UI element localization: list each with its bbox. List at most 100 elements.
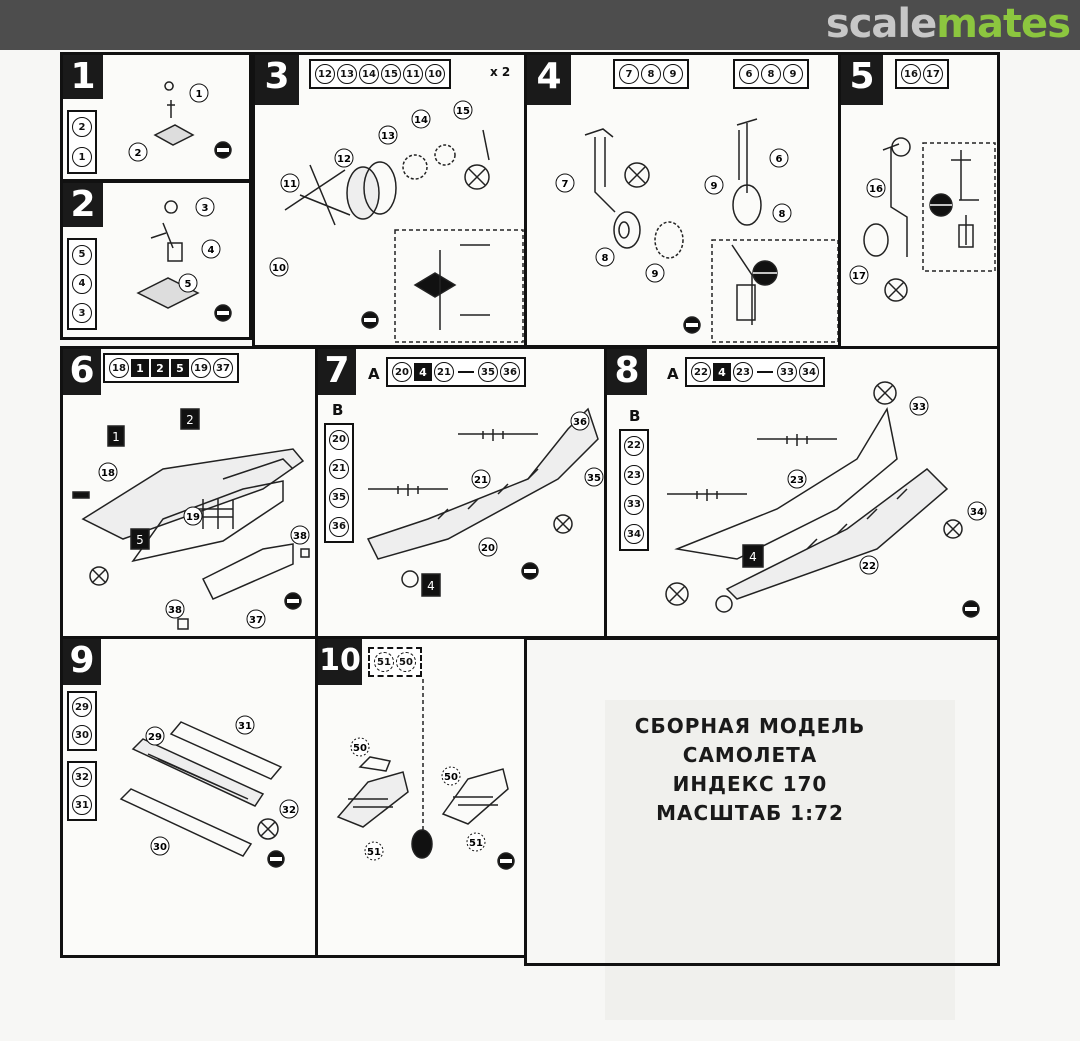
part-badge: 4 xyxy=(414,363,432,381)
step-7-panel: 7 A 20 4 21 35 36 B 20 21 35 36 4 36 35 … xyxy=(315,346,607,640)
step-9-panel: 9 29 30 32 31 29 31 32 30 xyxy=(60,636,318,958)
diagram-label: 50 xyxy=(444,772,458,783)
diagram-label: 12 xyxy=(337,154,351,165)
diagram-label: 29 xyxy=(148,732,162,743)
step-number: 3 xyxy=(255,55,299,105)
part-badge: 17 xyxy=(923,64,943,84)
part-badge: 3 xyxy=(72,303,92,324)
part-badge: 19 xyxy=(191,358,211,378)
part-badge: 5 xyxy=(72,244,92,265)
step-4-panel: 4 7 8 9 6 8 9 7 8 9 6 9 8 xyxy=(524,52,842,348)
diagram-label: 14 xyxy=(414,115,428,126)
title-line: МАСШТАБ 1:72 xyxy=(656,801,844,825)
part-badge: 22 xyxy=(624,435,644,456)
parts-list: 16 17 xyxy=(895,59,949,89)
diagram-label: 4 xyxy=(427,579,435,593)
diagram-label: 13 xyxy=(381,131,395,142)
parts-list-a: 22 4 23 33 34 xyxy=(685,357,825,387)
diagram-label: 38 xyxy=(168,605,182,616)
part-badge: 33 xyxy=(624,494,644,515)
diagram-label: 6 xyxy=(776,154,783,165)
step-9-diagram: 29 31 32 30 xyxy=(119,715,299,868)
step-5-diagram: 16 17 xyxy=(849,137,996,302)
step-6-diagram: 1 2 5 18 19 38 38 37 xyxy=(72,408,310,630)
part-badge: 13 xyxy=(337,64,357,84)
part-badge: 15 xyxy=(381,64,401,84)
part-badge: 35 xyxy=(478,362,498,382)
diagram-label: 36 xyxy=(573,417,587,428)
step-1-diagram: 1 2 xyxy=(128,81,232,162)
part-badge: 20 xyxy=(329,429,349,450)
diagram-label: 7 xyxy=(562,179,569,190)
part-badge: 6 xyxy=(739,64,759,84)
diagram-label: 4 xyxy=(749,550,757,564)
parts-list: 18 1 2 5 19 37 xyxy=(103,353,239,383)
part-badge: 8 xyxy=(761,64,781,84)
part-badge: 4 xyxy=(72,273,92,294)
diagram-label: 50 xyxy=(353,743,367,754)
parts-list-b: 22 23 33 34 xyxy=(619,429,649,551)
diagram-label: 2 xyxy=(186,413,194,427)
part-badge: 7 xyxy=(619,64,639,84)
part-badge: 33 xyxy=(777,362,797,382)
step-7-diagram: 4 36 35 21 20 xyxy=(366,407,604,597)
scalemates-logo[interactable]: scalemates xyxy=(825,1,1071,47)
diagram-label: 21 xyxy=(474,475,488,486)
diagram-label: 18 xyxy=(101,468,115,479)
diagram-label: 15 xyxy=(456,106,470,117)
part-badge: 34 xyxy=(624,524,644,545)
step-number: 2 xyxy=(63,183,103,227)
step-number: 8 xyxy=(607,349,647,395)
part-badge: 16 xyxy=(901,64,921,84)
quantity-multiplier: x 2 xyxy=(490,65,511,79)
parts-list-a: 20 4 21 35 36 xyxy=(386,357,526,387)
part-badge: 5 xyxy=(171,359,189,377)
part-badge: 22 xyxy=(691,362,711,382)
part-badge: 32 xyxy=(72,767,92,787)
parts-list-b: 6 8 9 xyxy=(733,59,809,89)
parts-list: 51 50 xyxy=(368,647,422,677)
step-3-panel: 3 12 13 14 15 11 10 x 2 15 14 13 12 11 1… xyxy=(252,52,527,348)
diagram-label: 8 xyxy=(602,253,609,264)
diagram-label: 33 xyxy=(912,402,926,413)
diagram-label: 8 xyxy=(779,209,786,220)
part-badge: 34 xyxy=(799,362,819,382)
diagram-label: 17 xyxy=(852,271,866,282)
part-badge: 14 xyxy=(359,64,379,84)
part-badge: 2 xyxy=(151,359,169,377)
diagram-label: 51 xyxy=(367,847,381,858)
part-badge: 20 xyxy=(392,362,412,382)
step-3-diagram: 15 14 13 12 11 10 xyxy=(269,100,524,343)
parts-list: 2 1 xyxy=(67,110,97,174)
part-badge: 35 xyxy=(329,487,349,508)
variant-a-label: A xyxy=(368,365,380,383)
step-8-diagram: 4 33 23 34 22 xyxy=(665,381,987,618)
step-10-panel: 10 51 50 50 50 51 51 xyxy=(315,636,527,958)
diagram-label: 4 xyxy=(208,245,215,256)
part-badge: 1 xyxy=(131,359,149,377)
diagram-label: 2 xyxy=(135,148,142,159)
step-number: 4 xyxy=(527,55,571,105)
part-badge: 11 xyxy=(403,64,423,84)
part-badge: 36 xyxy=(329,516,349,537)
title-line: СБОРНАЯ МОДЕЛЬ xyxy=(634,714,866,738)
diagram-label: 9 xyxy=(652,269,659,280)
part-badge: 9 xyxy=(783,64,803,84)
variant-b-label: B xyxy=(332,401,344,419)
diagram-label: 35 xyxy=(587,473,601,484)
step-2-diagram: 3 4 5 xyxy=(136,197,232,322)
diagram-label: 23 xyxy=(790,475,804,486)
show-through-area xyxy=(605,700,955,1020)
diagram-label: 22 xyxy=(862,561,876,572)
diagram-label: 16 xyxy=(869,184,883,195)
diagram-label: 11 xyxy=(283,179,297,190)
header-bar: scalemates xyxy=(0,0,1080,50)
step-number: 5 xyxy=(841,55,883,105)
diagram-label: 1 xyxy=(196,89,203,100)
diagram-label: 38 xyxy=(293,531,307,542)
step-2-panel: 2 5 4 3 3 4 5 xyxy=(60,180,252,340)
diagram-label: 3 xyxy=(202,203,209,214)
diagram-label: 19 xyxy=(186,512,200,523)
step-number: 6 xyxy=(63,349,101,395)
step-1-panel: 1 2 1 1 2 xyxy=(60,52,252,182)
